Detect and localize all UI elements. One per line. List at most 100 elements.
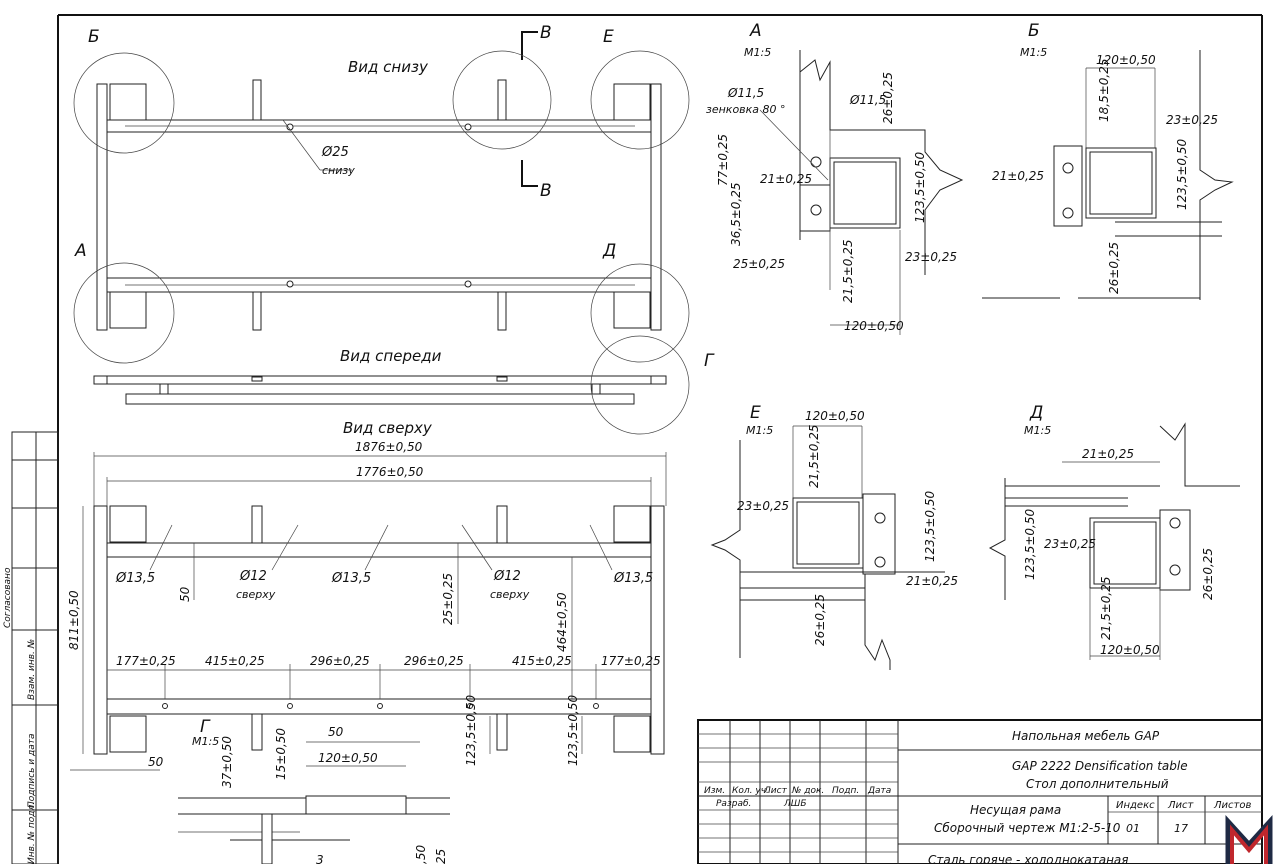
top-d12-a-sub: сверху xyxy=(236,588,276,601)
section-letter-b: Б xyxy=(88,27,100,47)
tb-col-list: Лист xyxy=(763,786,788,796)
detail-b: Б М1:5 120±0,50 18,5±0,25 23±0,25 21±0,2… xyxy=(982,21,1234,300)
section-letter-e: Е xyxy=(603,27,614,47)
detail-b-dim-1235: 123,5±0,50 xyxy=(1175,139,1189,210)
detail-g-dim-50: 50 xyxy=(328,725,344,739)
tb-author: ЛШБ xyxy=(783,799,807,809)
tb-col-kol: Кол. уч. xyxy=(732,786,769,796)
detail-d-dim-1235: 123,5±0,50 xyxy=(1023,509,1037,580)
detail-e-dim-26: 26±0,25 xyxy=(813,594,827,646)
detail-g-letter: Г xyxy=(200,717,211,737)
bottom-view: Вид снизу Б Е А Д В В Г xyxy=(73,23,715,371)
tb-v-index: 01 xyxy=(1126,822,1140,835)
stamp-agreed: Согласовано xyxy=(3,567,13,628)
detail-g: Г М1:5 37±0,50 15±0,50 120±0,50 50 ,50 2… xyxy=(178,717,450,864)
front-view: Вид спереди xyxy=(93,335,690,435)
top-seg-6: 177±0,25 xyxy=(601,654,661,668)
detail-g-scale: М1:5 xyxy=(192,735,219,748)
detail-a-dim-120: 120±0,50 xyxy=(844,319,904,333)
detail-a-dim-1235: 123,5±0,50 xyxy=(913,152,927,223)
top-d12-b: Ø12 xyxy=(493,569,521,584)
top-dim-1235-b: 123,5±0,50 xyxy=(566,695,580,766)
detail-g-cut-a: ,50 xyxy=(414,845,428,864)
stamp-orig: Инв. № подл. xyxy=(27,802,37,864)
tb-razrab: Разраб. xyxy=(716,799,751,809)
top-inner-length: 1776±0,50 xyxy=(356,465,424,479)
top-overall-length: 1876±0,50 xyxy=(355,440,423,454)
bottom-hole-label: Ø25 xyxy=(321,145,349,160)
detail-b-dim-26: 26±0,25 xyxy=(1107,242,1121,294)
detail-g-dim-120: 120±0,50 xyxy=(318,751,378,765)
detail-a-dim-77: 77±0,25 xyxy=(716,134,730,186)
tb-product-line2: Стол дополнительный xyxy=(1026,777,1169,791)
detail-d-dim-120: 120±0,50 xyxy=(1100,643,1160,657)
top-seg-5: 415±0,25 xyxy=(512,654,572,668)
brand-logo xyxy=(1225,814,1273,864)
detail-a-dim-25: 25±0,25 xyxy=(733,257,785,271)
tb-h-listov: Листов xyxy=(1213,800,1251,811)
front-view-title: Вид спереди xyxy=(340,347,442,365)
detail-d-dim-23: 23±0,25 xyxy=(1044,537,1096,551)
section-letter-d: Д xyxy=(602,241,616,261)
top-d135-mid: Ø13,5 xyxy=(331,571,371,586)
detail-b-letter: Б xyxy=(1028,21,1040,41)
tb-v-list: 17 xyxy=(1174,822,1188,835)
tb-col-podp: Подп. xyxy=(832,786,859,796)
detail-a: А М1:5 Ø11,5 зенковка 80 ° Ø11,5 26±0,25… xyxy=(706,21,964,335)
title-block: Напольная мебель GAP GAP 2222 Densificat… xyxy=(697,719,1263,864)
bottom-view-title: Вид снизу xyxy=(348,58,429,76)
top-seg-2: 415±0,25 xyxy=(205,654,265,668)
detail-e-dim-21: 21±0,25 xyxy=(906,574,958,588)
detail-a-d115-a: Ø11,5 xyxy=(727,86,764,100)
detail-a-letter: А xyxy=(749,21,762,41)
detail-b-dim-21: 21±0,25 xyxy=(992,169,1044,183)
tb-material: Сталь горяче - холоднокатаная xyxy=(928,853,1129,864)
detail-g-cut-c: 3 xyxy=(316,853,324,864)
detail-e: Е М1:5 120±0,50 21,5±0,25 23±0,25 123,5±… xyxy=(710,403,958,670)
tb-col-ndok: № док. xyxy=(791,786,824,796)
top-height: 811±0,50 xyxy=(67,590,81,650)
tb-h-index: Индекс xyxy=(1116,800,1155,811)
section-letter-a: А xyxy=(74,241,87,261)
top-view: Вид сверху 1876±0,50 1776±0,50 811±0,50 xyxy=(67,419,667,771)
bottom-hole-sub: снизу xyxy=(322,164,355,177)
detail-a-dim-26: 26±0,25 xyxy=(881,72,895,124)
detail-b-dim-120: 120±0,50 xyxy=(1096,53,1156,67)
section-letter-g: Г xyxy=(704,351,715,371)
detail-d: Д М1:5 21±0,25 23±0,25 123,5±0,50 26±0,2… xyxy=(988,403,1240,660)
top-dim-50-bottom: 50 xyxy=(148,755,164,769)
top-dim-1235-a: 123,5±0,50 xyxy=(464,695,478,766)
top-d135-right: Ø13,5 xyxy=(613,571,653,586)
detail-e-dim-1235: 123,5±0,50 xyxy=(923,491,937,562)
tb-col-izm: Изм. xyxy=(704,786,725,796)
detail-a-dim-215: 21,5±0,25 xyxy=(841,240,855,304)
detail-e-scale: М1:5 xyxy=(746,424,773,437)
section-letter-v-top: В xyxy=(540,23,552,43)
top-seg-4: 296±0,25 xyxy=(404,654,464,668)
tb-company: Напольная мебель GAP xyxy=(1012,729,1160,743)
detail-a-dim-365: 36,5±0,25 xyxy=(729,183,743,247)
top-dim-25: 25±0,25 xyxy=(441,573,455,625)
top-d12-b-sub: сверху xyxy=(490,588,530,601)
detail-e-dim-215: 21,5±0,25 xyxy=(807,425,821,489)
detail-a-scale: М1:5 xyxy=(744,46,771,59)
top-seg-3: 296±0,25 xyxy=(310,654,370,668)
stamp-inv: Взам. инв. № xyxy=(27,639,37,700)
stamp-sign: Подпись и дата xyxy=(27,733,37,808)
detail-g-cut-b: 25 xyxy=(434,849,448,864)
top-d135-left: Ø13,5 xyxy=(115,571,155,586)
side-stamp: Согласовано Взам. инв. № Подпись и дата … xyxy=(3,431,59,864)
detail-d-dim-21: 21±0,25 xyxy=(1082,447,1134,461)
section-letter-v-bottom: В xyxy=(540,181,552,201)
detail-g-dim-37: 37±0,50 xyxy=(220,736,234,788)
top-view-title: Вид сверху xyxy=(343,419,433,437)
detail-a-d115-b: Ø11,5 xyxy=(849,93,886,107)
tb-part-line1: Несущая рама xyxy=(970,803,1061,817)
detail-g-dim-15: 15±0,50 xyxy=(274,728,288,780)
detail-b-dim-23: 23±0,25 xyxy=(1166,113,1218,127)
detail-d-dim-26: 26±0,25 xyxy=(1201,548,1215,600)
detail-b-dim-185: 18,5±0,25 xyxy=(1097,59,1111,123)
detail-a-zenk: зенковка 80 ° xyxy=(706,103,786,116)
detail-b-scale: М1:5 xyxy=(1020,46,1047,59)
